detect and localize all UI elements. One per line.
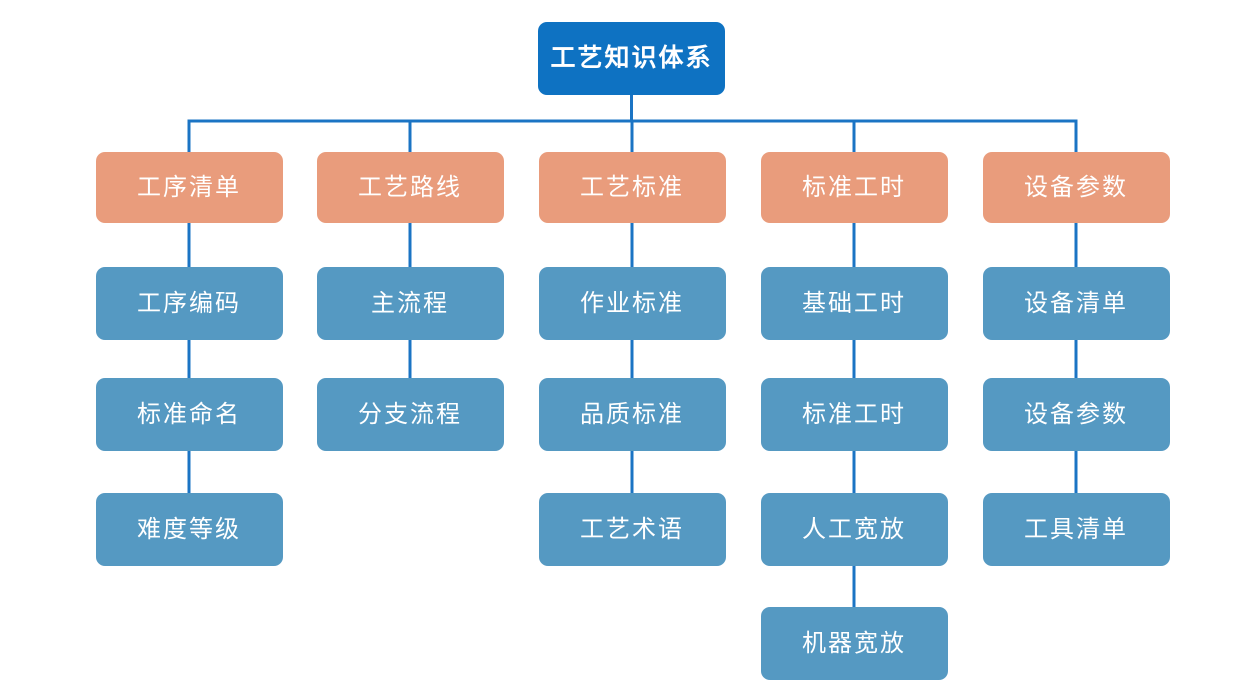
branch-node-2-label: 工艺标准	[580, 173, 684, 201]
branch-node-4-label: 设备参数	[1024, 173, 1128, 201]
leaf-node-4-1: 设备参数	[982, 378, 1170, 451]
leaf-node-1-1: 分支流程	[316, 378, 504, 451]
branch-node-4: 设备参数	[982, 152, 1170, 223]
leaf-node-3-2: 人工宽放	[760, 493, 948, 566]
branch-node-0: 工序清单	[95, 152, 283, 223]
leaf-node-0-2-label: 难度等级	[137, 515, 241, 543]
branch-node-3: 标准工时	[760, 152, 948, 223]
root-node-label: 工艺知识体系	[550, 44, 713, 72]
branch-node-1-label: 工艺路线	[358, 173, 462, 201]
branch-node-1: 工艺路线	[316, 152, 504, 223]
leaf-node-3-3-label: 机器宽放	[802, 629, 906, 657]
leaf-node-2-1: 品质标准	[538, 378, 726, 451]
leaf-node-0-2: 难度等级	[95, 493, 283, 566]
leaf-node-1-0: 主流程	[316, 267, 504, 340]
leaf-node-4-2-label: 工具清单	[1024, 515, 1128, 543]
leaf-node-0-1: 标准命名	[95, 378, 283, 451]
leaf-node-2-2: 工艺术语	[538, 493, 726, 566]
leaf-node-0-1-label: 标准命名	[137, 400, 241, 428]
leaf-node-4-1-label: 设备参数	[1024, 400, 1128, 428]
leaf-node-3-0-label: 基础工时	[802, 289, 906, 317]
leaf-node-3-2-label: 人工宽放	[802, 515, 906, 543]
leaf-node-3-1: 标准工时	[760, 378, 948, 451]
leaf-node-2-0-label: 作业标准	[580, 289, 684, 317]
leaf-node-3-1-label: 标准工时	[802, 400, 906, 428]
leaf-node-3-3: 机器宽放	[760, 607, 948, 680]
leaf-node-1-1-label: 分支流程	[358, 400, 462, 428]
leaf-node-4-0: 设备清单	[982, 267, 1170, 340]
leaf-node-4-2: 工具清单	[982, 493, 1170, 566]
branch-node-3-label: 标准工时	[802, 173, 906, 201]
leaf-node-2-1-label: 品质标准	[580, 400, 684, 428]
leaf-node-0-0: 工序编码	[95, 267, 283, 340]
branch-node-2: 工艺标准	[538, 152, 726, 223]
root-node: 工艺知识体系	[538, 22, 725, 95]
leaf-node-2-2-label: 工艺术语	[580, 515, 684, 543]
leaf-node-2-0: 作业标准	[538, 267, 726, 340]
leaf-node-4-0-label: 设备清单	[1024, 289, 1128, 317]
leaf-node-3-0: 基础工时	[760, 267, 948, 340]
leaf-node-1-0-label: 主流程	[371, 289, 449, 317]
branch-node-0-label: 工序清单	[137, 173, 241, 201]
leaf-node-0-0-label: 工序编码	[137, 289, 241, 317]
